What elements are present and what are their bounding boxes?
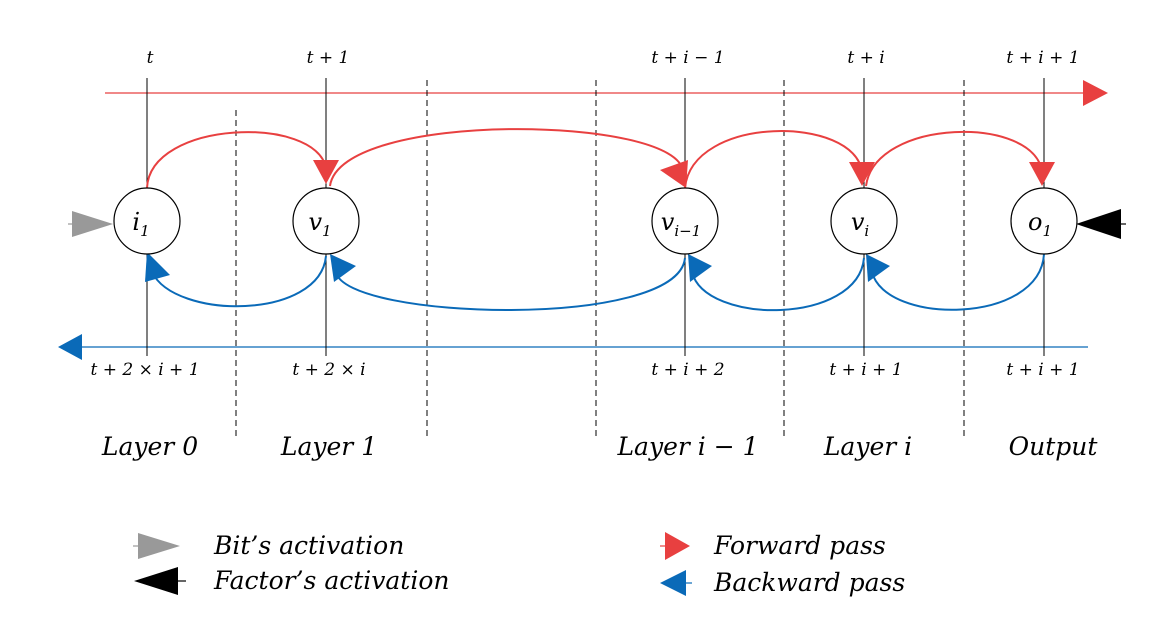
node-o1: o1 <box>1010 187 1078 255</box>
forward-timeline <box>105 80 1108 106</box>
layer-label-4: Output <box>1009 432 1099 461</box>
layer-label-0: Layer 0 <box>101 432 198 461</box>
forward-arrowheads <box>313 160 1055 188</box>
backward-arc-0 <box>151 255 327 308</box>
svg-text:vi: vi <box>851 208 870 240</box>
top-label-0: t <box>147 48 154 68</box>
backward-arc-2 <box>691 257 865 312</box>
top-label-4: t + i + 1 <box>1006 48 1079 68</box>
factor-activation-arrow <box>1076 209 1126 239</box>
svg-text:vi−1: vi−1 <box>661 208 701 240</box>
forward-arc-1 <box>329 128 684 187</box>
legend-backward-label: Backward pass <box>713 568 905 597</box>
backward-arc-1 <box>335 257 686 311</box>
bottom-time-labels: t + 2 × i + 1 t + 2 × i t + i + 2 t + i … <box>90 360 1079 380</box>
legend-bit-label: Bit’s activation <box>213 531 404 560</box>
layer-label-1: Layer 1 <box>280 432 377 461</box>
legend-backward-pass: Backward pass <box>660 568 905 597</box>
forward-arc-3 <box>865 130 1043 187</box>
node-v1: v1 <box>292 187 360 255</box>
legend: Bit’s activation Factor’s activation For… <box>133 531 905 597</box>
layer-label-3: Layer i <box>823 432 912 461</box>
layer-separators <box>235 80 965 440</box>
legend-forward-pass: Forward pass <box>660 531 886 560</box>
backward-timeline-arrowhead <box>58 334 82 360</box>
layer-label-2: Layer i − 1 <box>616 432 758 461</box>
backward-pass-icon <box>660 570 686 596</box>
forward-timeline-arrowhead <box>1083 80 1108 106</box>
layer-labels: Layer 0 Layer 1 Layer i − 1 Layer i Outp… <box>101 432 1098 461</box>
factor-activation-icon <box>134 567 178 595</box>
forward-arcs <box>146 128 1043 189</box>
svg-text:v1: v1 <box>308 208 331 240</box>
forward-pass-icon <box>665 532 690 560</box>
forward-arc-2 <box>684 130 863 189</box>
node-i1: i1 <box>113 187 181 255</box>
node-v-i-minus-1: vi−1 <box>651 187 719 255</box>
forward-arc-0 <box>146 131 327 189</box>
bottom-label-4: t + i + 1 <box>1006 360 1079 380</box>
bit-activation-icon <box>138 533 180 559</box>
node-vi: vi <box>830 187 898 255</box>
legend-bit-activation: Bit’s activation <box>133 531 404 560</box>
backward-arrowheads <box>145 252 890 282</box>
top-label-2: t + i − 1 <box>651 48 724 68</box>
top-label-3: t + i <box>847 48 884 68</box>
bottom-label-1: t + 2 × i <box>292 360 365 380</box>
backward-arcs <box>151 253 1045 312</box>
top-label-1: t + 1 <box>307 48 350 68</box>
legend-factor-label: Factor’s activation <box>213 566 450 595</box>
bit-activation-arrow <box>68 211 113 237</box>
bottom-label-0: t + 2 × i + 1 <box>90 360 199 380</box>
backward-arc-3 <box>871 253 1045 311</box>
backward-timeline <box>58 334 1088 360</box>
legend-forward-label: Forward pass <box>713 531 886 560</box>
svg-text:i1: i1 <box>132 208 149 240</box>
bottom-label-3: t + i + 1 <box>829 360 902 380</box>
svg-text:o1: o1 <box>1028 208 1052 240</box>
legend-factor-activation: Factor’s activation <box>134 566 450 595</box>
top-time-labels: t t + 1 t + i − 1 t + i t + i + 1 <box>147 48 1080 68</box>
bottom-label-2: t + i + 2 <box>651 360 724 380</box>
